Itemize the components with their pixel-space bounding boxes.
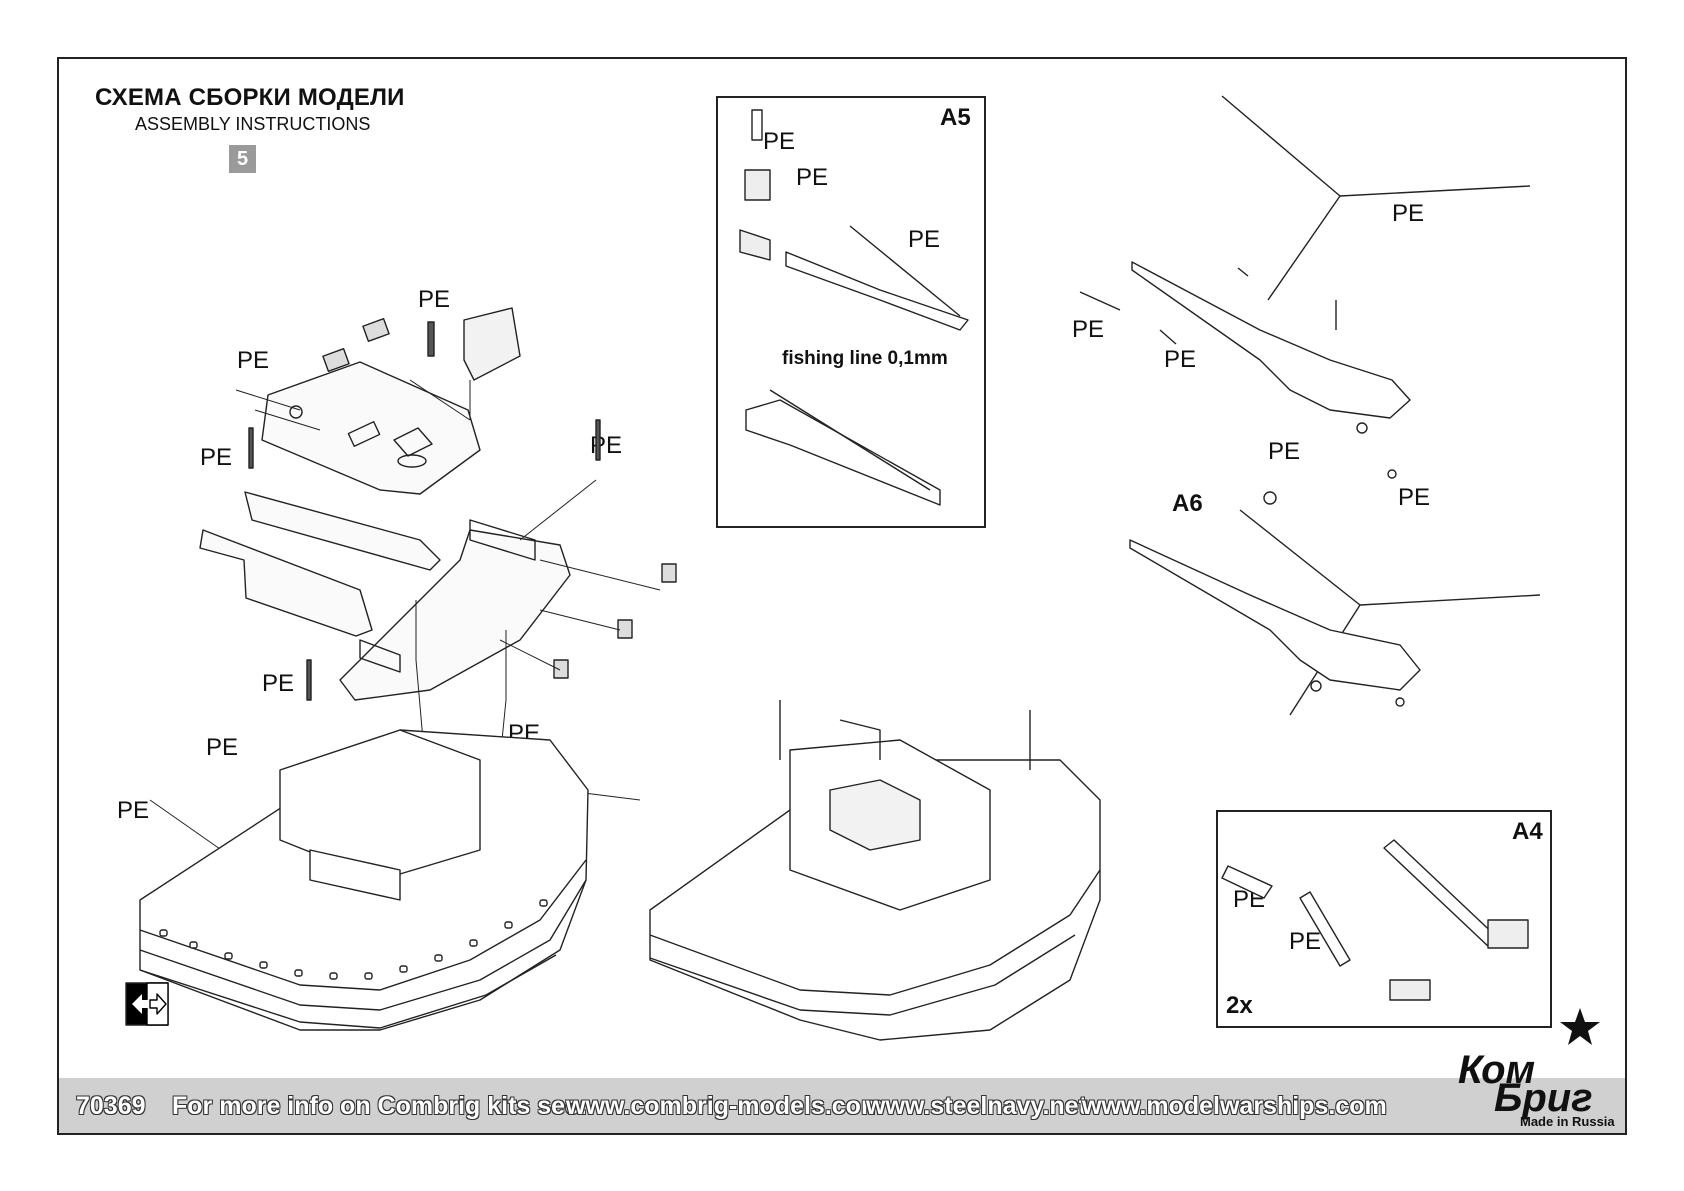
made-in-russia: Made in Russia	[1520, 1114, 1615, 1129]
footer-link-combrig[interactable]: www.combrig-models.com	[566, 1092, 884, 1120]
pe-label: PE	[796, 164, 829, 191]
fishing-line-note: fishing line 0,1mm	[782, 348, 948, 369]
pe-label: PE	[1072, 316, 1105, 343]
hull-portholes	[159, 899, 548, 980]
title-russian: СХЕМА СБОРКИ МОДЕЛИ	[95, 84, 405, 111]
pe-label: PE	[763, 128, 796, 155]
crane-a4-drawing	[1221, 839, 1529, 1001]
pe-label: PE	[206, 734, 239, 761]
pe-label: PE	[1398, 484, 1431, 511]
inset-label-a6: A6	[1172, 490, 1203, 517]
assembled-hull	[649, 700, 1101, 1041]
small-detail-parts	[248, 307, 677, 701]
step-number-badge: 5	[229, 145, 256, 173]
pe-label: PE	[200, 444, 233, 471]
footer-info-text: For more info on Combrig kits see:	[172, 1092, 588, 1120]
footer-link-modelwarships[interactable]: www.modelwarships.com	[1082, 1092, 1387, 1120]
pe-label: PE	[262, 670, 295, 697]
footer-link-steelnavy[interactable]: www.steelnavy.net	[866, 1092, 1087, 1120]
kombrig-star-logo-icon	[1560, 1008, 1600, 1045]
count-label-2x: 2x	[1226, 992, 1253, 1019]
pe-label: PE	[1392, 200, 1425, 227]
bridge-deck-part	[261, 361, 481, 495]
inset-box-a4	[1216, 810, 1552, 1028]
title-english: ASSEMBLY INSTRUCTIONS	[135, 114, 371, 134]
pe-label: PE	[418, 286, 451, 313]
inset-label-a5: A5	[940, 104, 971, 131]
inset-box-a5	[716, 96, 986, 528]
helicopter-exploded-drawing	[1079, 95, 1531, 505]
logo-line-1: Ком	[1458, 1048, 1536, 1092]
bridge-front-wall-part	[199, 491, 441, 637]
logo-line-2: Бриг	[1494, 1076, 1593, 1120]
pe-label: PE	[117, 797, 150, 824]
pe-label: PE	[908, 226, 941, 253]
crane-a5-drawing	[739, 109, 969, 506]
hull-section-part	[139, 729, 589, 1031]
arrow-direction-icon	[125, 982, 169, 1026]
pe-label: PE	[237, 347, 270, 374]
pe-label: PE	[1289, 928, 1322, 955]
helicopter-assembled-drawing	[1129, 509, 1541, 716]
footer-band	[59, 1078, 1625, 1133]
lower-deck-part	[339, 519, 571, 701]
kit-number: 70369	[76, 1092, 146, 1120]
pe-label: PE	[1268, 438, 1301, 465]
pe-label: PE	[1164, 346, 1197, 373]
inset-label-a4: A4	[1512, 818, 1543, 845]
